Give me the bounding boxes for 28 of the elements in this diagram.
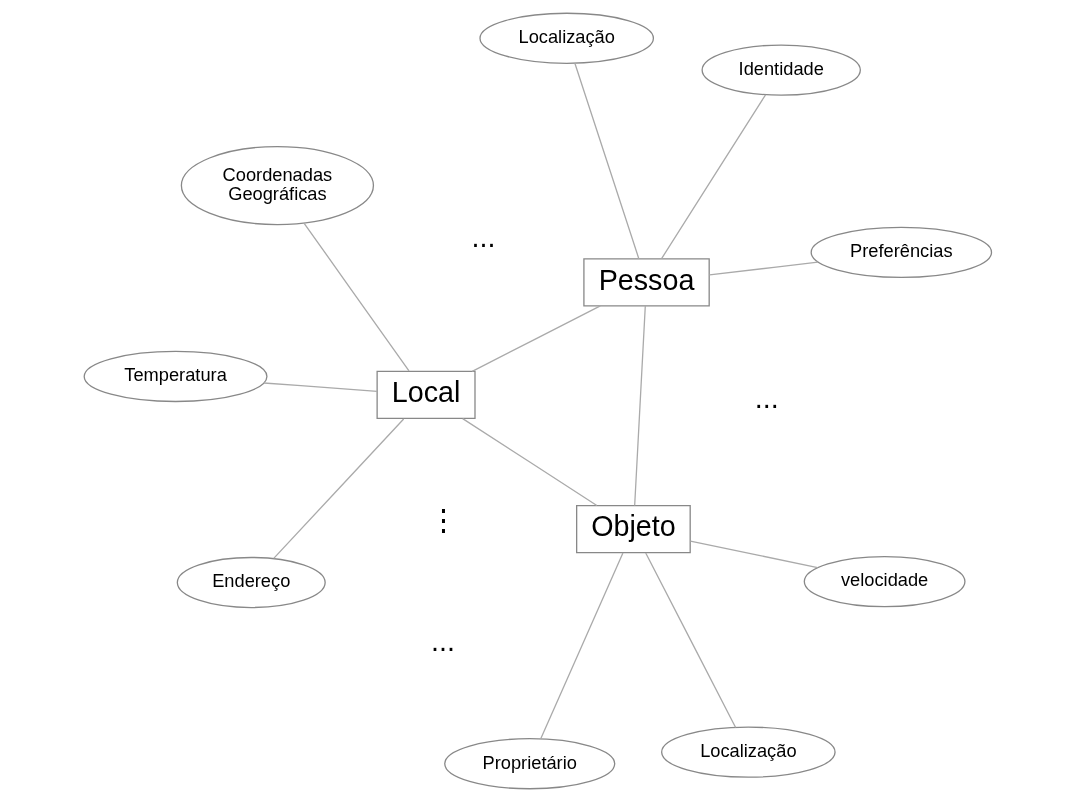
connector [708, 261, 819, 276]
node-ellipse: Localização [478, 12, 654, 64]
connector [539, 552, 624, 740]
label: ... [430, 625, 455, 658]
node-ellipse: velocidade [803, 555, 966, 608]
node-ellipse: Preferências [810, 226, 992, 279]
node-ellipse: Coordenadas Geográficas [180, 145, 374, 226]
connector [633, 305, 646, 507]
connector [302, 222, 410, 372]
node-box: Pessoa [582, 258, 710, 307]
label: ... [471, 220, 495, 253]
label: ... [754, 382, 779, 415]
node-ellipse: Localização [660, 726, 836, 778]
node-box: Objeto [575, 505, 691, 554]
label: ⋮ [428, 503, 458, 536]
node-ellipse: Proprietário [443, 738, 615, 790]
connector [573, 62, 639, 260]
node-box: Local [376, 370, 476, 420]
connector [471, 305, 601, 372]
connector [689, 540, 818, 569]
node-ellipse: Temperatura [83, 350, 268, 403]
node-ellipse: Endereço [176, 556, 326, 609]
connector [272, 418, 404, 559]
connector [262, 382, 378, 392]
connector [461, 417, 597, 507]
node-ellipse: Identidade [700, 44, 861, 96]
connector [660, 94, 766, 259]
connector [644, 552, 736, 729]
